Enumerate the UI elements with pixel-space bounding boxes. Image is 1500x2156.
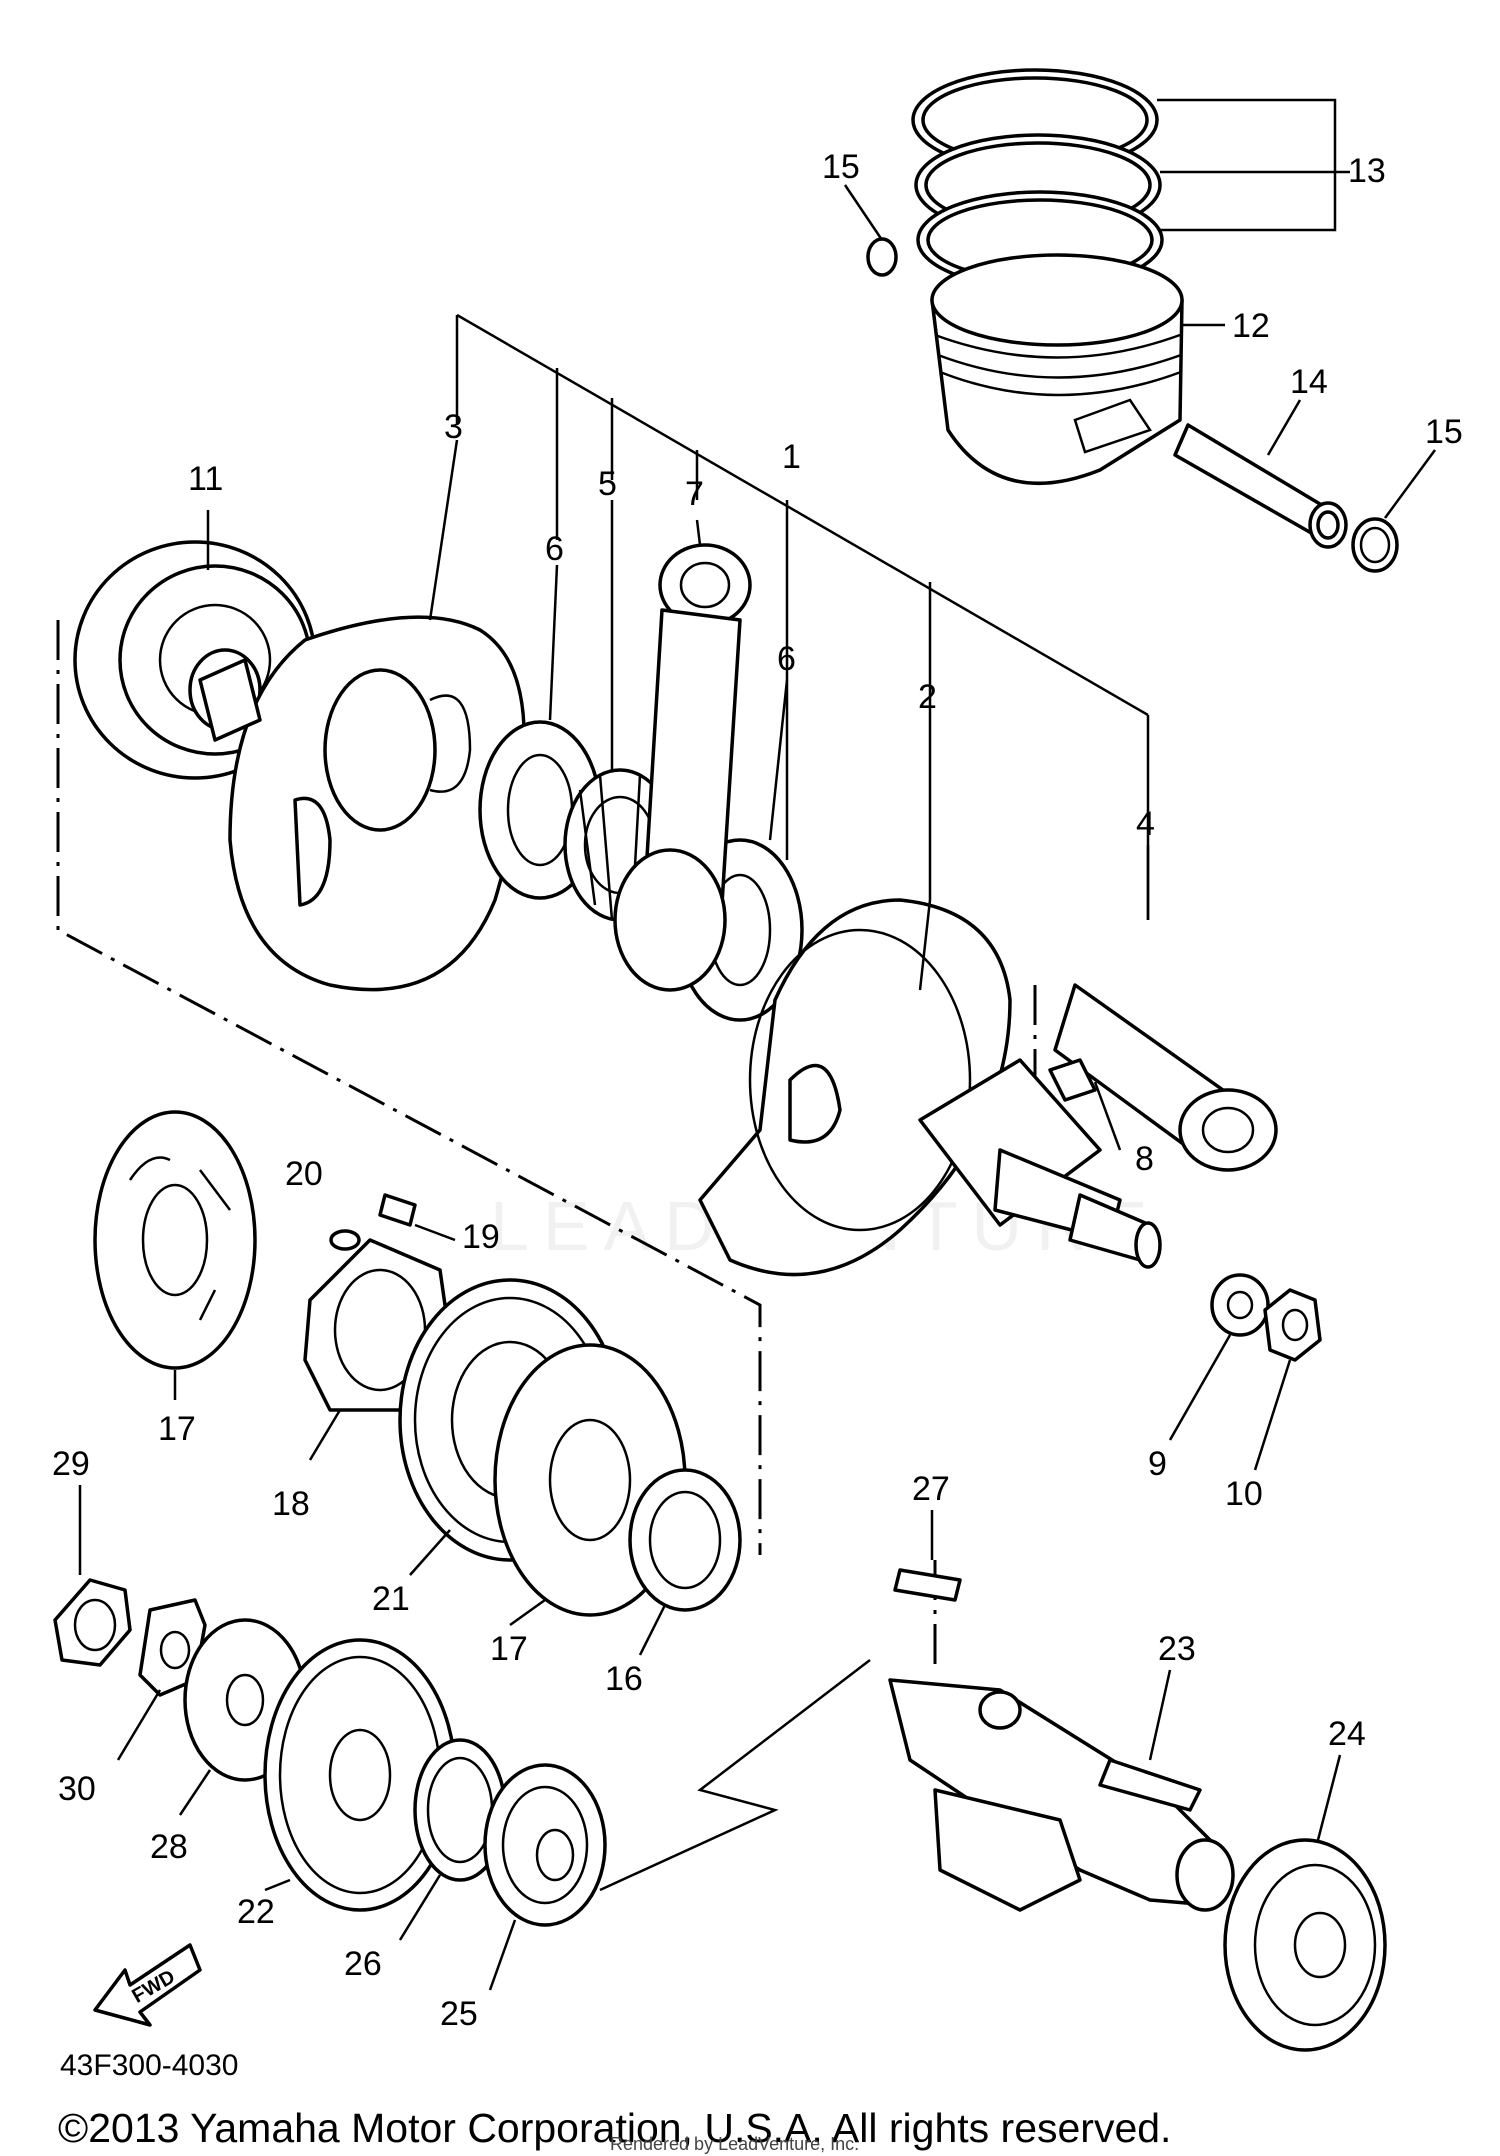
callout-12: 12 [1232,307,1270,345]
callout-17b: 17 [490,1630,528,1668]
callout-25: 25 [440,1995,478,2033]
callout-15b: 15 [1425,413,1463,451]
callout-6a: 6 [545,530,564,568]
callout-19: 19 [462,1218,500,1256]
callout-7: 7 [685,475,704,513]
callout-1: 1 [782,438,801,476]
nut-10 [1263,1288,1322,1362]
callout-30: 30 [58,1770,96,1808]
plate-17 [93,1110,257,1370]
callout-3: 3 [444,408,463,446]
washer-16 [628,1468,742,1612]
piston-pin [1173,423,1348,549]
callout-5: 5 [598,465,617,503]
crank-pin [1053,983,1278,1172]
callout-16: 16 [605,1660,643,1698]
nut-29 [53,1578,132,1667]
crank-web-left [198,615,526,992]
callout-22: 22 [237,1893,275,1931]
callout-14: 14 [1290,363,1328,401]
connecting-rod [613,543,752,992]
callout-9: 9 [1148,1445,1167,1483]
rendered-by-notice: Rendered by LeadVenture, Inc. [610,2134,859,2154]
callout-8: 8 [1135,1140,1154,1178]
piston [930,253,1184,486]
bearing-25 [483,1763,607,1927]
callout-24: 24 [1328,1715,1366,1753]
callout-13: 13 [1348,152,1386,190]
callout-26: 26 [344,1945,382,1983]
pin-20 [329,1229,361,1251]
crank-web-right [698,898,1012,1277]
callout-10: 10 [1225,1475,1263,1513]
piston-rings [911,68,1164,290]
part-code: 43F300-4030 [60,2049,238,2082]
woodruff-key [1048,1058,1097,1102]
fwd-arrow: FWD [93,1943,202,2027]
callout-17a: 17 [158,1410,196,1448]
callout-15a: 15 [822,148,860,186]
callout-11: 11 [188,460,223,498]
callout-4: 4 [1136,805,1155,843]
circlip [866,237,1399,573]
callout-23: 23 [1158,1630,1196,1668]
crankshaft-shaft [918,1058,1162,1269]
callout-27: 27 [912,1470,950,1508]
assembly-brackets [56,313,1150,1892]
copyright-notice: ©2013 Yamaha Motor Corporation, U.S.A. A… [58,2105,1171,2151]
callout-2: 2 [918,678,937,716]
callout-21: 21 [372,1580,410,1618]
bearing-24 [1223,1838,1387,2052]
callout-28: 28 [150,1828,188,1866]
washer-9 [1210,1273,1270,1337]
spring-19 [378,1193,417,1227]
callout-18: 18 [272,1485,310,1523]
callout-labels: 1 2 3 4 5 6 6 7 8 9 10 11 12 13 14 15 15… [52,148,1463,2033]
callout-6b: 6 [777,640,796,678]
callout-29: 29 [52,1445,90,1483]
balancer-shaft [888,1678,1235,1912]
key-27 [893,1568,962,1602]
callout-20: 20 [285,1155,323,1193]
bearing-26 [413,1738,507,1882]
